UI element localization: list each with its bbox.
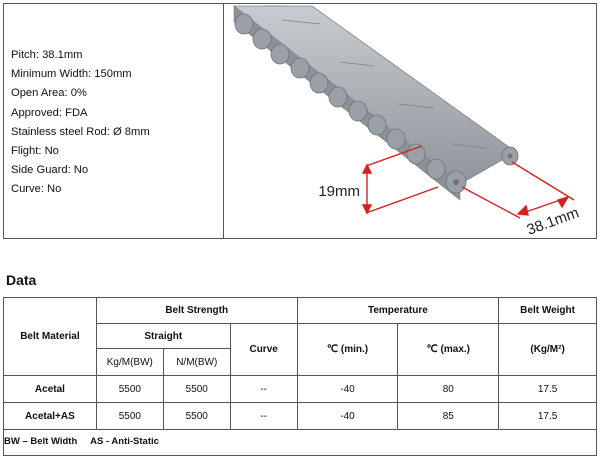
header-curve: Curve <box>229 323 298 376</box>
cell-weight: 17.5 <box>498 375 597 403</box>
header-n-bw: N/M(BW) <box>162 348 231 376</box>
header-belt-strength: Belt Strength <box>95 297 298 324</box>
cell-weight: 17.5 <box>498 402 597 430</box>
cell-curve: -- <box>229 402 298 430</box>
table-row: Acetal+AS 5500 5500 -- -40 85 17.5 <box>3 402 597 430</box>
table-legend-row <box>3 429 597 456</box>
table-subheader-row: Straight Curve ℃ (min.) ℃ (max.) (Kg/M²) <box>4 323 597 376</box>
header-temperature: Temperature <box>296 297 500 324</box>
header-temp-max: ℃ (max.) <box>397 323 500 376</box>
cell-curve: -- <box>229 375 298 403</box>
header-straight: Straight <box>95 323 231 349</box>
cell-temp-min: -40 <box>296 402 399 430</box>
spec-pitch: Pitch: 38.1mm <box>11 49 83 61</box>
panel-divider <box>223 4 224 238</box>
cell-material: Acetal <box>3 375 97 403</box>
spec-rod: Stainless steel Rod: Ø 8mm <box>11 125 150 138</box>
belt-illustration: 19mm 38.1mm <box>232 5 581 238</box>
table-header-row: Belt Material Belt Strength Temperature … <box>3 297 597 376</box>
header-weight-unit: (Kg/M²) <box>498 323 597 376</box>
height-dimension-label: 19mm <box>318 183 360 200</box>
cell-n: 5500 <box>162 375 231 403</box>
spec-panel: Pitch: 38.1mm Minimum Width: 150mm Open … <box>3 3 597 239</box>
belt-seams <box>264 5 487 149</box>
spec-list: Pitch: 38.1mm Minimum Width: 150mm Open … <box>11 46 221 200</box>
table-unit-row: Kg/M(BW) N/M(BW) <box>4 348 597 376</box>
cell-material: Acetal+AS <box>3 402 97 430</box>
table-row: Acetal 5500 5500 -- -40 80 17.5 <box>3 375 597 403</box>
spec-open-area: Open Area: 0% <box>11 87 87 100</box>
cell-temp-max: 80 <box>397 375 500 403</box>
header-belt-material: Belt Material <box>3 297 97 376</box>
cell-temp-min: -40 <box>296 375 399 403</box>
spec-side-guard: Side Guard: No <box>11 164 89 177</box>
belt-knuckles <box>234 13 519 194</box>
legend-note: BW – Belt Width AS - Anti-Static <box>4 436 159 447</box>
spec-approved: Approved: FDA <box>11 106 88 119</box>
belt-top-surface <box>232 5 517 185</box>
header-kg-bw: Kg/M(BW) <box>95 348 164 376</box>
section-title: Data <box>6 272 37 288</box>
cell-temp-max: 85 <box>397 402 500 430</box>
cell-kg: 5500 <box>95 375 164 403</box>
spec-curve: Curve: No <box>11 183 62 196</box>
legend-cell <box>3 429 597 456</box>
data-table: Belt Material Belt Strength Temperature … <box>3 297 597 456</box>
cell-kg: 5500 <box>95 402 164 430</box>
spec-min-width: Minimum Width: 150mm <box>11 68 132 81</box>
height-dimension <box>361 145 439 215</box>
spec-flight: Flight: No <box>11 145 59 158</box>
pitch-dimension <box>461 161 575 219</box>
header-belt-weight: Belt Weight <box>498 297 597 324</box>
header-temp-min: ℃ (min.) <box>296 323 399 376</box>
cell-n: 5500 <box>162 402 231 430</box>
